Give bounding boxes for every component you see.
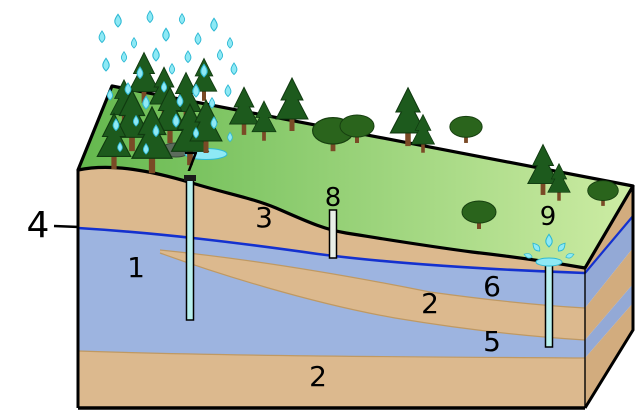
rain-drop <box>130 37 138 49</box>
rain-drop <box>178 13 186 25</box>
confining-wedge-layer <box>160 250 585 340</box>
side-aquifer-upper <box>585 216 633 308</box>
well-7 <box>184 175 196 321</box>
well-8 <box>328 209 338 259</box>
rain-drop <box>120 51 128 63</box>
rain-drop <box>98 30 106 43</box>
unsaturated-zone-layer <box>78 167 585 273</box>
label-3: 3 <box>255 201 273 234</box>
fountain-spray <box>522 233 576 267</box>
rain-drop <box>162 27 170 42</box>
label-8: 8 <box>325 183 342 213</box>
side-bottom-sand <box>585 303 633 408</box>
side-confining-layer <box>585 248 633 340</box>
rain-drop <box>102 57 110 72</box>
label-4-leader-line <box>53 224 80 229</box>
water-table-line <box>78 226 585 275</box>
label-6: 6 <box>483 270 501 303</box>
bottom-sand-layer <box>78 351 585 408</box>
block-outline <box>76 170 635 410</box>
label-9: 9 <box>540 202 557 232</box>
well-cap <box>184 175 196 181</box>
label-1: 1 <box>127 251 145 284</box>
rain-drop <box>184 50 192 63</box>
label-4: 4 <box>27 205 50 246</box>
rain-drop <box>168 63 176 75</box>
rain-drop <box>208 97 216 109</box>
side-water-table-line <box>584 215 634 274</box>
rain-drop <box>152 47 160 62</box>
wedge-bottom-boundary <box>159 252 585 341</box>
rain-drop <box>226 37 234 49</box>
wedge-top-boundary <box>159 249 585 309</box>
rain-drop <box>224 84 232 97</box>
rain-drop <box>216 49 224 61</box>
rain-drop <box>194 32 202 45</box>
labels: 4 1 3 7 8 9 2 6 5 2 <box>27 148 557 393</box>
label-2-lower: 2 <box>309 360 327 393</box>
rain-drop <box>210 17 218 32</box>
label-7: 7 <box>183 148 200 178</box>
side-aquifer-lower <box>585 284 633 358</box>
rain-drop <box>146 10 154 23</box>
bottom-sand-boundary <box>78 350 585 359</box>
bush <box>449 115 483 144</box>
artesian-well-9 <box>522 233 576 348</box>
label-5: 5 <box>483 325 501 358</box>
rain-drop <box>230 62 238 75</box>
rain-drop <box>114 13 122 28</box>
label-2-upper: 2 <box>421 287 439 320</box>
